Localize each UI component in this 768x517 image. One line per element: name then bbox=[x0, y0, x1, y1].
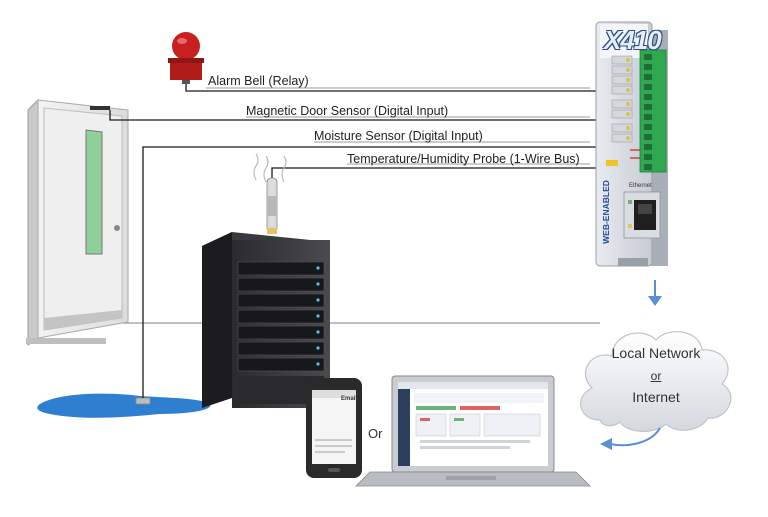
moisture-sensor bbox=[135, 397, 151, 405]
temperature-probe-icon bbox=[253, 153, 287, 234]
alarm-bell-label: Alarm Bell (Relay) bbox=[208, 74, 309, 88]
door bbox=[26, 98, 129, 346]
cloud-line-1: Local Network bbox=[611, 345, 701, 361]
cloud-line-3: Internet bbox=[632, 389, 680, 405]
down-arrow-icon bbox=[648, 280, 662, 306]
temperature-probe-label: Temperature/Humidity Probe (1-Wire Bus) bbox=[347, 152, 580, 166]
laptop bbox=[355, 375, 591, 487]
moisture-sensor-label: Moisture Sensor (Digital Input) bbox=[314, 129, 483, 143]
alarm-bell-icon bbox=[168, 32, 204, 84]
door-sensor-label: Magnetic Door Sensor (Digital Input) bbox=[246, 104, 449, 118]
wire-separators bbox=[206, 87, 590, 165]
door-sensor bbox=[90, 106, 110, 110]
cloud-line-2: or bbox=[650, 369, 662, 383]
return-arrow-icon bbox=[600, 427, 661, 450]
smartphone bbox=[306, 378, 362, 478]
ethernet-label: Ethernet bbox=[629, 183, 652, 189]
or-label: Or bbox=[368, 426, 383, 441]
water-puddle bbox=[37, 393, 211, 418]
device-side-text: WEB-ENABLED bbox=[601, 180, 611, 244]
x410-device bbox=[595, 21, 668, 267]
cloud bbox=[580, 331, 732, 432]
device-logo: X410 bbox=[604, 25, 662, 55]
phone-email-title: Email bbox=[341, 396, 358, 402]
wires bbox=[109, 82, 630, 398]
